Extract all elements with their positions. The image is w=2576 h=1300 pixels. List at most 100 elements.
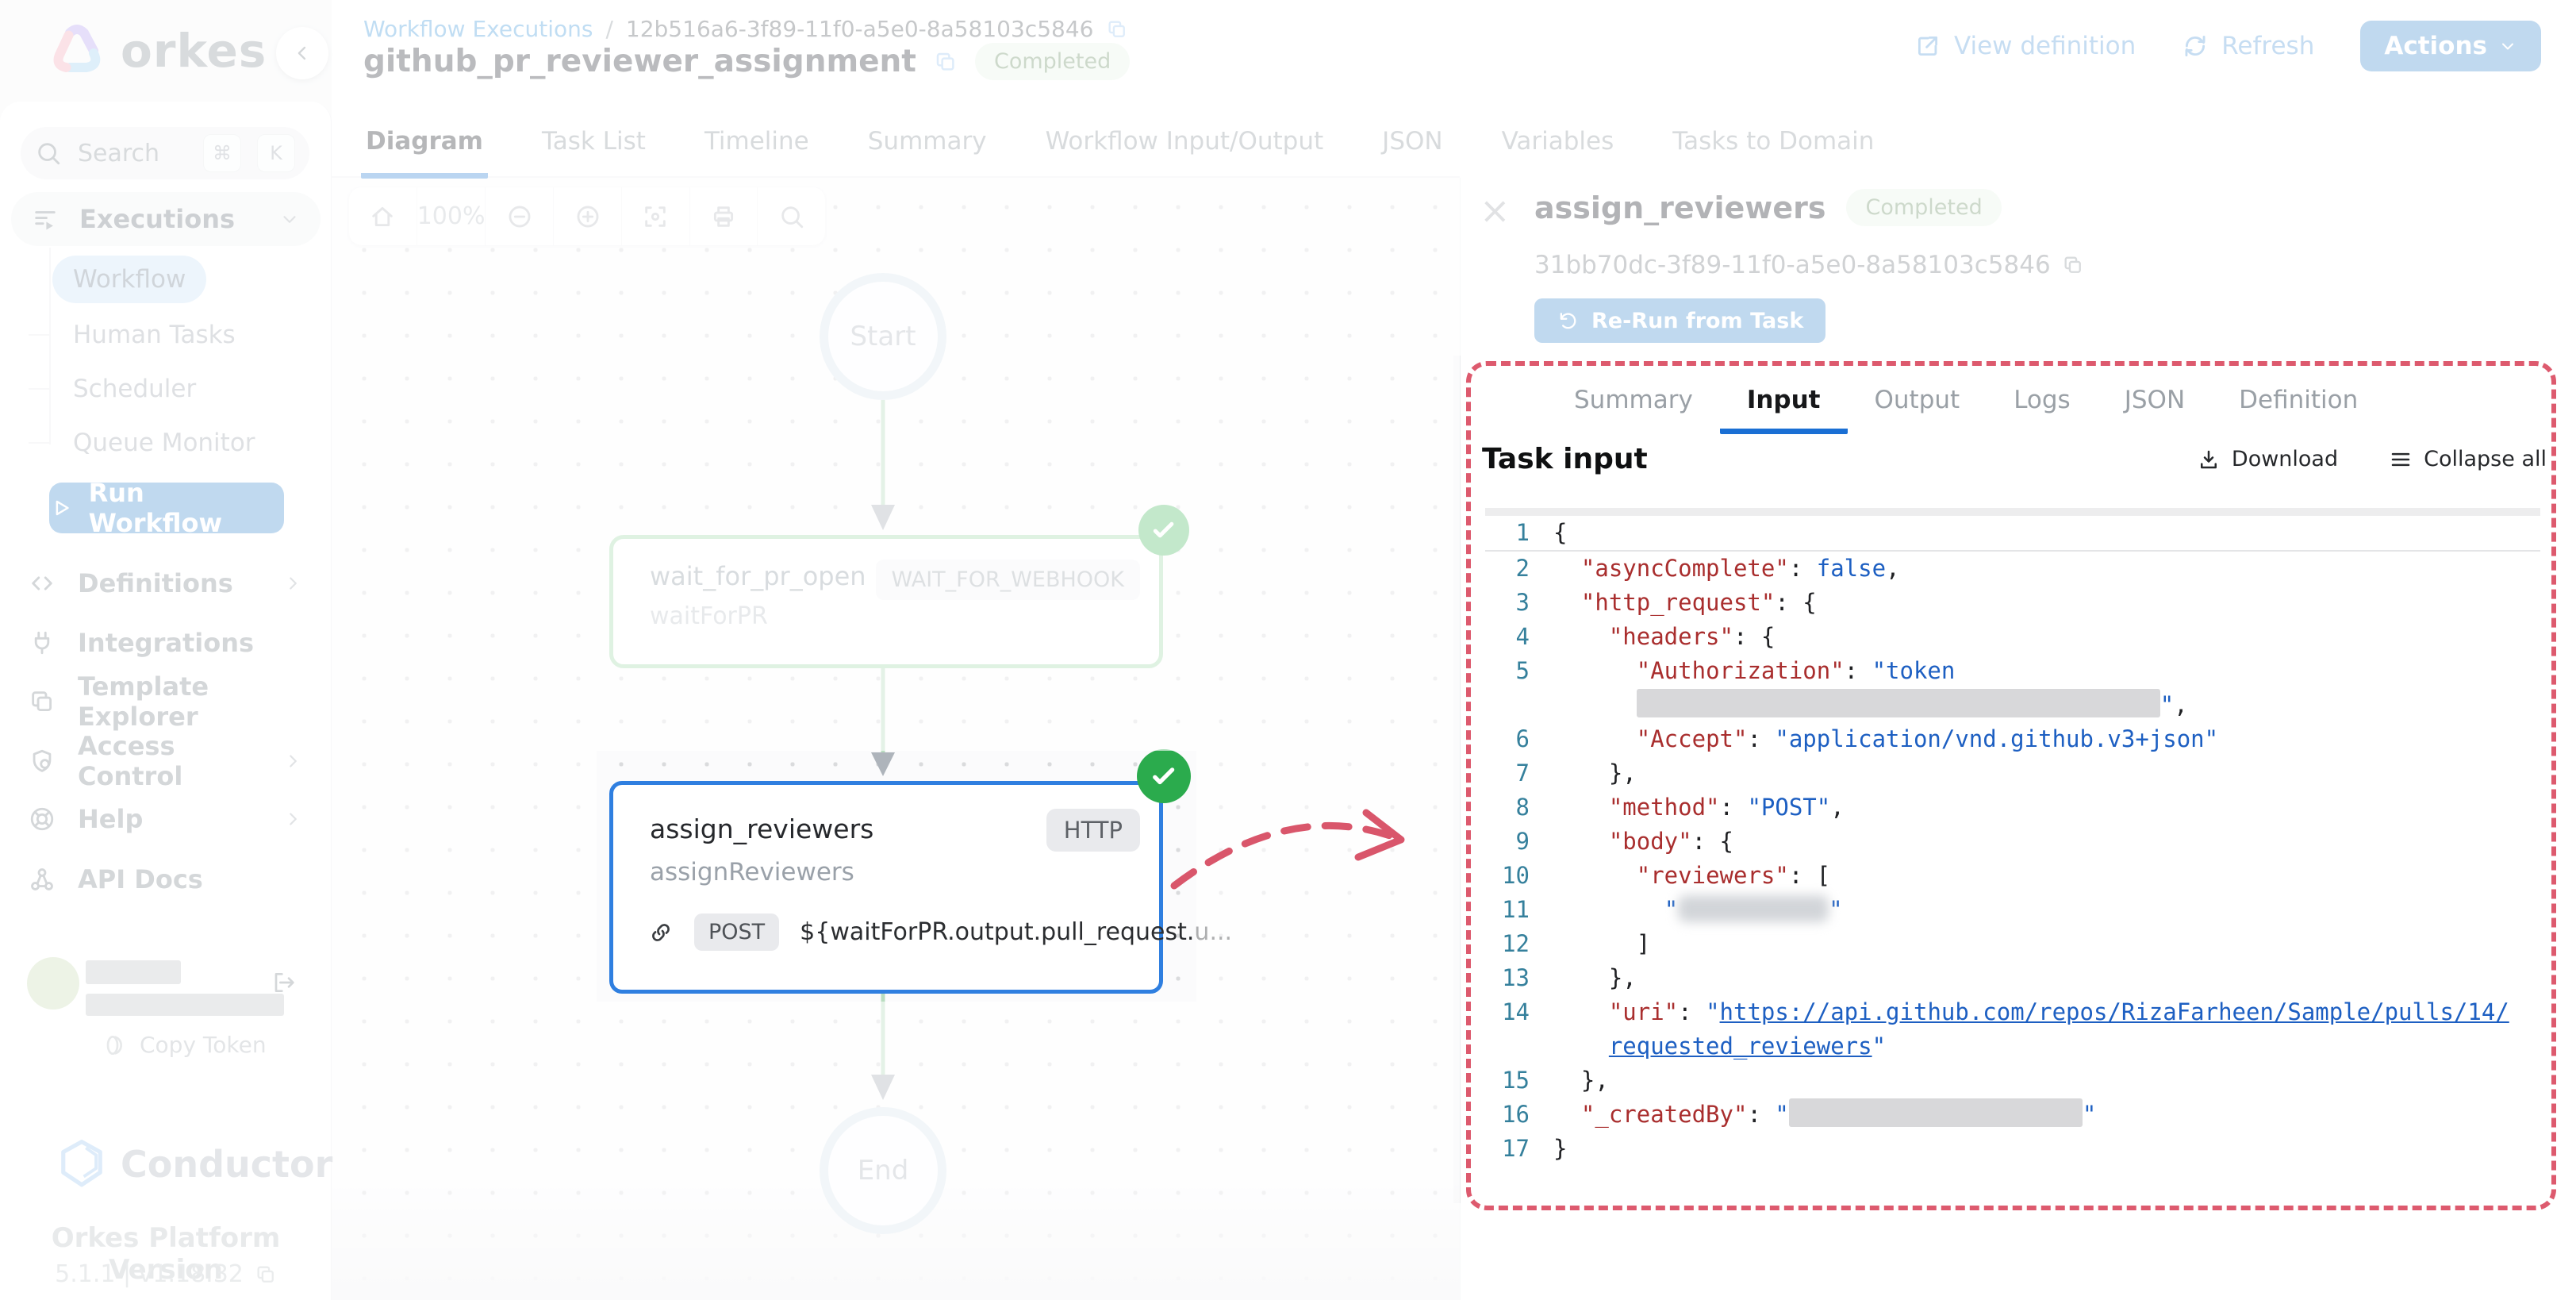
logout-icon[interactable]: [271, 970, 297, 995]
tab-json[interactable]: JSON: [1382, 127, 1443, 156]
plug-icon: [29, 629, 56, 656]
sidebar-item-label: Workflow: [73, 265, 186, 294]
page-title: github_pr_reviewer_assignment: [363, 44, 916, 79]
panel-tab-output[interactable]: Output: [1874, 386, 1960, 414]
redacted-value: [1678, 895, 1829, 922]
end-node-label: End: [857, 1155, 909, 1187]
sidebar-item-template-explorer[interactable]: Template Explorer: [0, 671, 332, 732]
search-input[interactable]: Search ⌘ K: [21, 127, 309, 179]
fit-icon: [642, 203, 669, 230]
sidebar-item-integrations[interactable]: Integrations: [0, 617, 332, 668]
tab-timeline[interactable]: Timeline: [704, 127, 809, 156]
zoom-out-button[interactable]: [486, 187, 555, 245]
tab-workflow-input-output[interactable]: Workflow Input/Output: [1045, 127, 1324, 156]
sidebar-item-label: Scheduler: [73, 375, 197, 403]
page-title-row: github_pr_reviewer_assignment Completed: [363, 43, 1131, 80]
sidebar-item-workflow[interactable]: Workflow: [52, 256, 207, 303]
home-button[interactable]: [349, 187, 417, 245]
sidebar-item-label: Definitions: [78, 568, 233, 598]
minus-icon: [506, 203, 533, 230]
breadcrumb-link[interactable]: Workflow Executions: [363, 16, 593, 42]
tab-task-list[interactable]: Task List: [541, 127, 646, 156]
redacted-value: [1636, 689, 2160, 717]
zoom-in-button[interactable]: [554, 187, 622, 245]
task-input-code-editor[interactable]: 1{2 "asyncComplete": false,3 "http_reque…: [1485, 508, 2540, 1166]
code-line: 3 "http_request": {: [1485, 586, 2540, 620]
line-content: },: [1553, 964, 1637, 991]
code-line: 5 "Authorization": "token ",: [1485, 654, 2540, 722]
code-line: 4 "headers": {: [1485, 620, 2540, 654]
wait-node-ref: waitForPR: [650, 602, 768, 630]
task-title: assign_reviewers: [1534, 190, 1826, 225]
line-content: },: [1553, 1067, 1609, 1094]
sidebar-item-label: API Docs: [78, 864, 203, 894]
panel-tab-json[interactable]: JSON: [2124, 386, 2186, 414]
sidebar-item-label: Access Control: [78, 731, 183, 791]
copy-icon[interactable]: [255, 1263, 277, 1286]
copy-icon[interactable]: [2062, 254, 2084, 276]
zoom-level[interactable]: 100%: [417, 187, 486, 245]
user-profile[interactable]: [24, 952, 309, 1024]
rerun-from-task-button[interactable]: Re-Run from Task: [1534, 298, 1826, 343]
wait-task-node[interactable]: wait_for_pr_open waitForPR WAIT_FOR_WEBH…: [609, 505, 1189, 668]
sidebar-item-definitions[interactable]: Definitions: [0, 558, 332, 609]
sidebar-item-queue-monitor[interactable]: Queue Monitor: [29, 419, 276, 467]
sidebar-item-help[interactable]: Help: [0, 794, 332, 844]
panel-tab-logs[interactable]: Logs: [2014, 386, 2071, 414]
sidebar-item-label: Template Explorer: [78, 671, 209, 732]
breadcrumb-separator: /: [605, 16, 613, 42]
line-number: 11: [1502, 896, 1530, 923]
panel-tab-definition[interactable]: Definition: [2239, 386, 2359, 414]
line-content: {: [1553, 519, 1568, 546]
panel-tab-input[interactable]: Input: [1719, 373, 1848, 434]
tab-variables[interactable]: Variables: [1501, 127, 1614, 156]
home-icon: [369, 203, 396, 230]
tab-tasks-to-domain[interactable]: Tasks to Domain: [1672, 127, 1875, 156]
view-definition-button[interactable]: View definition: [1914, 32, 2136, 60]
cmd-keycap: ⌘: [203, 134, 241, 172]
actions-button[interactable]: Actions: [2360, 21, 2541, 71]
http-node-check-badge: [1137, 749, 1191, 803]
fit-view-button[interactable]: [622, 187, 690, 245]
close-icon[interactable]: ×: [1480, 189, 1511, 232]
line-content: "Accept": "application/vnd.github.v3+jso…: [1636, 725, 2219, 752]
print-button[interactable]: [690, 187, 758, 245]
sidebar-item-executions[interactable]: Executions: [11, 192, 321, 246]
code-line: 6 "Accept": "application/vnd.github.v3+j…: [1485, 722, 2540, 756]
end-node[interactable]: End: [820, 1107, 946, 1234]
http-task-node[interactable]: assign_reviewers assignReviewers HTTP PO…: [609, 749, 1232, 994]
line-number: 1: [1515, 519, 1530, 546]
sidebar-collapse-button[interactable]: [276, 27, 328, 79]
chevron-right-icon: [282, 809, 303, 829]
refresh-button[interactable]: Refresh: [2182, 32, 2314, 60]
copy-token-button[interactable]: Copy Token: [102, 1032, 267, 1058]
copy-icon[interactable]: [1106, 18, 1128, 40]
task-input-header: Task input Download Collapse all: [1482, 443, 2547, 475]
download-button[interactable]: Download: [2197, 447, 2338, 471]
tree-line: [49, 248, 51, 444]
tab-summary[interactable]: Summary: [867, 127, 987, 156]
code-line: 9 "body": {: [1485, 825, 2540, 859]
run-workflow-label: Run Workflow: [88, 478, 223, 538]
search-diagram-button[interactable]: [758, 187, 825, 245]
download-icon: [2197, 448, 2221, 471]
run-workflow-button[interactable]: Run Workflow: [49, 478, 284, 538]
line-number: 14: [1502, 998, 1530, 1025]
line-number: 10: [1502, 862, 1530, 889]
tab-diagram[interactable]: Diagram: [361, 116, 488, 179]
sidebar-item-scheduler[interactable]: Scheduler: [29, 365, 217, 413]
tree-stub: [29, 334, 51, 336]
start-node[interactable]: Start: [820, 273, 946, 400]
main-tab-bar: Diagram Task List Timeline Summary Workflow …: [361, 116, 1879, 179]
copy-token-label: Copy Token: [140, 1032, 267, 1058]
copy-icon[interactable]: [934, 50, 958, 74]
collapse-all-button[interactable]: Collapse all: [2389, 447, 2547, 471]
sidebar-item-access-control[interactable]: Access Control: [0, 731, 332, 791]
user-email-redacted: [86, 994, 284, 1016]
sidebar-item-human-tasks[interactable]: Human Tasks: [29, 311, 256, 359]
panel-tab-summary[interactable]: Summary: [1574, 386, 1693, 414]
sidebar-item-api-docs[interactable]: API Docs: [0, 854, 332, 905]
sidebar-item-label: Help: [78, 804, 144, 834]
play-icon: [49, 496, 73, 520]
